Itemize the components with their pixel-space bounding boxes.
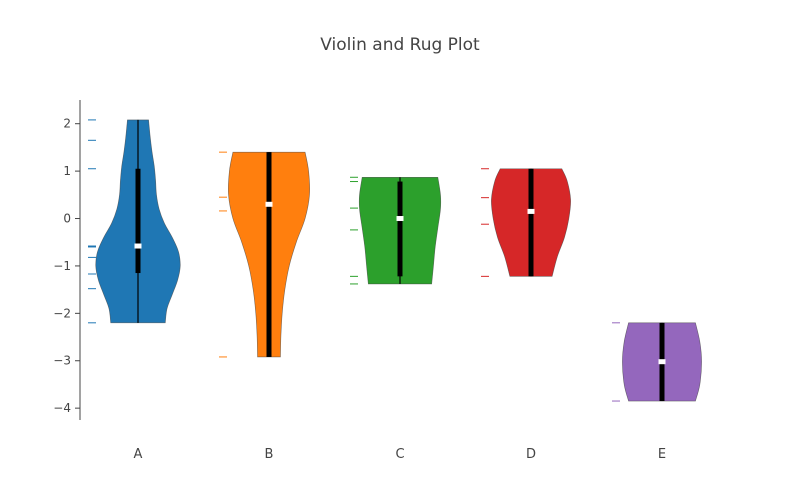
- violin-c: [350, 176, 442, 285]
- violin-iqr-box: [397, 181, 403, 277]
- y-tick-label: 1: [63, 164, 71, 178]
- x-axis-labels: A B C D E: [134, 447, 667, 462]
- y-tick-label: −2: [53, 306, 71, 320]
- violin-median-marker: [527, 208, 535, 214]
- violin-median-marker: [396, 216, 404, 222]
- x-category-label: A: [134, 447, 143, 462]
- violin-median-marker: [134, 243, 142, 249]
- x-category-label: D: [526, 447, 536, 462]
- y-tick-label: −4: [53, 401, 71, 415]
- violin-d: [481, 168, 571, 277]
- y-tick-label: −1: [53, 259, 71, 273]
- plot-area: [88, 119, 702, 402]
- violin-a: [88, 119, 181, 324]
- violin-median-marker: [265, 201, 273, 207]
- violin-e: [612, 322, 702, 402]
- x-category-label: B: [265, 447, 274, 462]
- violin-iqr-box: [135, 168, 141, 274]
- violin-iqr-box: [266, 152, 272, 357]
- x-category-label: C: [395, 447, 404, 462]
- violin-median-marker: [658, 359, 666, 365]
- violin-iqr-box: [528, 168, 534, 277]
- y-tick-label: 0: [63, 212, 71, 226]
- y-axis-ticks: 2 1 0 −1 −2 −3 −4: [53, 117, 80, 415]
- x-category-label: E: [658, 447, 666, 462]
- chart-title: Violin and Rug Plot: [320, 35, 480, 55]
- violin-b: [219, 151, 310, 358]
- y-tick-label: −3: [53, 354, 71, 368]
- y-tick-label: 2: [63, 117, 71, 131]
